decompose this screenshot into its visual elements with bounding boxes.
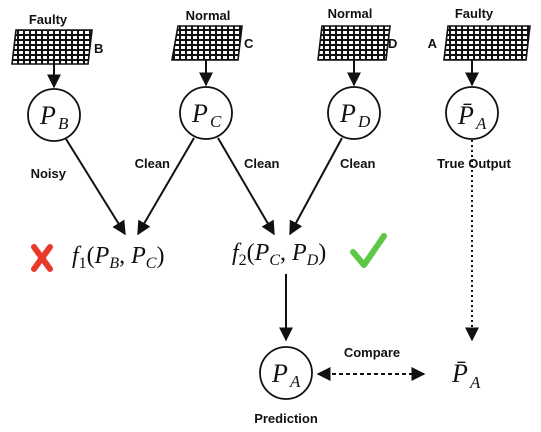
- panel-a-status: Faulty: [455, 6, 494, 21]
- svg-text:C: C: [210, 112, 222, 131]
- svg-text:A: A: [469, 373, 481, 392]
- function-f2: f2(PC, PD): [232, 240, 326, 269]
- edge-label-clean-2: Clean: [244, 156, 279, 171]
- node-p-a-prediction: P A: [259, 346, 313, 400]
- panel-d-id: D: [388, 36, 397, 51]
- panel-b-status: Faulty: [29, 12, 68, 27]
- solar-panel-d-icon: [317, 25, 391, 61]
- prediction-label: Prediction: [254, 411, 318, 426]
- node-p-a-true: P̄ A: [445, 86, 499, 140]
- panel-c-status: Normal: [186, 8, 231, 23]
- edge-label-noisy: Noisy: [31, 166, 67, 181]
- node-p-b: P B: [27, 88, 81, 142]
- svg-text:P: P: [39, 101, 56, 130]
- svg-text:P: P: [339, 99, 356, 128]
- arrow-pd-to-f2: [289, 137, 343, 236]
- compare-label: Compare: [344, 345, 400, 360]
- node-p-d: P D: [327, 86, 381, 140]
- svg-text:P̄: P̄: [457, 101, 474, 130]
- svg-text:A: A: [475, 114, 487, 133]
- solar-panel-b-icon: [11, 29, 93, 65]
- svg-text:D: D: [357, 112, 371, 131]
- function-f1: f1(PB, PC): [72, 243, 164, 272]
- solar-panel-c-icon: [171, 25, 243, 61]
- panel-d-status: Normal: [328, 6, 373, 21]
- edge-label-clean-3: Clean: [340, 156, 375, 171]
- edge-label-true-output: True Output: [437, 156, 511, 171]
- arrow-pb-to-f1: [65, 138, 126, 236]
- svg-text:P: P: [271, 359, 288, 388]
- svg-text:P̄: P̄: [451, 359, 468, 388]
- node-p-c: P C: [179, 86, 233, 140]
- panel-c-id: C: [244, 36, 254, 51]
- panel-b-id: B: [94, 41, 103, 56]
- svg-text:f2(PC, PD): f2(PC, PD): [232, 240, 326, 269]
- svg-text:f1(PB, PC): f1(PB, PC): [72, 243, 164, 272]
- svg-text:A: A: [289, 372, 301, 391]
- svg-text:B: B: [58, 114, 69, 133]
- cross-mark-icon: [31, 244, 53, 272]
- check-mark-icon: [350, 233, 387, 268]
- solar-panel-a-icon: [443, 25, 531, 61]
- true-value-p-a: P̄ A: [451, 359, 481, 392]
- svg-text:P: P: [191, 99, 208, 128]
- arrow-pc-to-f1: [137, 137, 195, 236]
- edge-label-clean-1: Clean: [135, 156, 170, 171]
- arrow-pc-to-f2: [217, 137, 275, 236]
- panel-a-id: A: [428, 36, 438, 51]
